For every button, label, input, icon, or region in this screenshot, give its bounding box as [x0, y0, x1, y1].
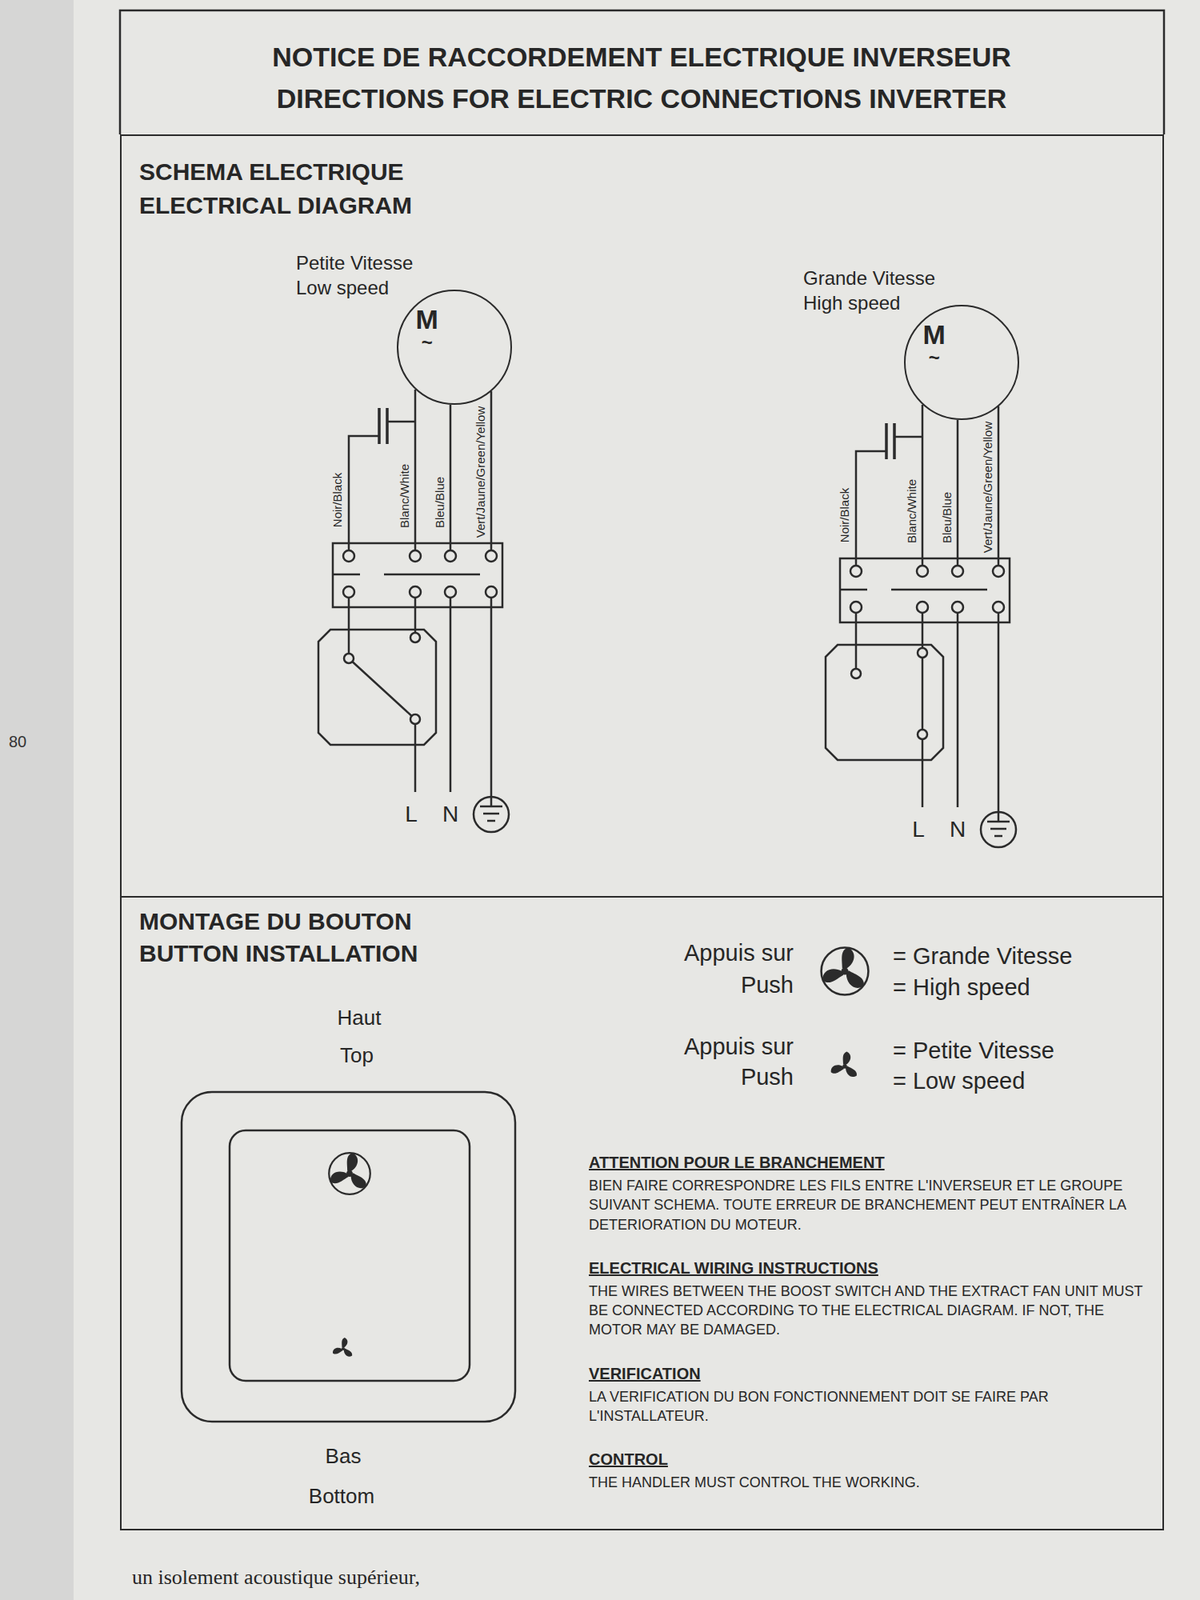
orientation-label: Haut — [337, 1006, 382, 1031]
notes-column: ATTENTION POUR LE BRANCHEMENT BIEN FAIRE … — [588, 1152, 1161, 1493]
high-speed-wiring — [825, 404, 1016, 848]
speed-caption: High speed — [803, 292, 900, 315]
section-heading: ELECTRICAL DIAGRAM — [139, 188, 412, 223]
text-holder: MONTAGE DU BOUTONBUTTON INSTALLATION — [139, 905, 418, 970]
margin-number: 80 — [8, 732, 27, 752]
speed-caption: Petite Vitesse — [296, 252, 413, 275]
legend-text: Push — [740, 972, 794, 999]
terminal-label: N — [442, 801, 459, 828]
motor-symbol-text: ~ — [923, 348, 946, 368]
legend-text: = Grande Vitesse — [892, 943, 1072, 970]
legend-text: = High speed — [892, 974, 1031, 1001]
fan-icon-ring — [328, 1152, 371, 1195]
orientation-label: Bas — [325, 1444, 362, 1469]
wire-label: Noir/Black — [331, 472, 344, 528]
title-text: NOTICE DE RACCORDEMENT ELECTRIQUE INVERS… — [272, 41, 1012, 73]
motor-circle: M~ — [904, 304, 1020, 420]
note-heading: ELECTRICAL WIRING INSTRUCTIONS — [588, 1258, 1161, 1278]
terminal-label: N — [949, 816, 966, 843]
wire-label: Noir/Black — [838, 488, 851, 543]
fan-icon-low — [331, 1337, 354, 1359]
terminal-label: L — [912, 816, 925, 843]
terminal-label: L — [404, 801, 418, 828]
orientation-label: Top — [340, 1044, 374, 1068]
text-holder: SCHEMA ELECTRIQUEELECTRICAL DIAGRAM — [139, 155, 412, 223]
note-body: THE WIRES BETWEEN THE BOOST SWITCH AND T… — [588, 1281, 1161, 1340]
note-heading: ATTENTION POUR LE BRANCHEMENT — [588, 1152, 1161, 1172]
switch-lever — [348, 658, 416, 792]
legend-text: Appuis sur — [684, 940, 794, 967]
wire-label: Bleu/Blue — [940, 492, 953, 544]
paper-sheet — [73, 0, 1200, 1600]
motor-circle: M~ — [396, 289, 512, 405]
low-speed-wiring — [318, 389, 509, 832]
legend-text: = Petite Vitesse — [892, 1037, 1055, 1064]
fan-icon-ring — [821, 948, 869, 996]
legend-text: = Low speed — [892, 1068, 1025, 1095]
margin-text: un isolement acoustique supérieur, — [132, 1565, 420, 1590]
wire-label: Bleu/Blue — [433, 476, 446, 528]
speed-caption: Low speed — [296, 276, 389, 300]
speed-caption: Grande Vitesse — [803, 267, 936, 290]
button-plate-inner — [229, 1130, 470, 1381]
diagram-section: SCHEMA ELECTRIQUEELECTRICAL DIAGRAMM~M~ — [120, 134, 1164, 898]
wire-label: Vert/Jaune/Green/Yellow — [981, 421, 994, 554]
title-band-outline — [120, 10, 1164, 135]
subtitle-text: DIRECTIONS FOR ELECTRIC CONNECTIONS INVE… — [276, 83, 1007, 115]
orientation-label: Bottom — [308, 1484, 375, 1509]
section-heading: SCHEMA ELECTRIQUE — [139, 155, 412, 189]
note-body: BIEN FAIRE CORRESPONDRE LES FILS ENTRE L… — [588, 1176, 1161, 1235]
legend-text: Appuis sur — [684, 1033, 794, 1060]
motor-symbol-text: M — [923, 320, 946, 348]
note-body: THE HANDLER MUST CONTROL THE WORKING. — [588, 1472, 1161, 1492]
section-heading: BUTTON INSTALLATION — [139, 937, 418, 970]
note-heading: VERIFICATION — [588, 1364, 1161, 1384]
text-holder: M~ — [923, 320, 946, 368]
button-plate-outer — [181, 1092, 516, 1422]
text-holder: M~ — [416, 305, 439, 352]
motor-symbol-text: ~ — [416, 332, 439, 352]
note-heading: CONTROL — [588, 1449, 1161, 1469]
note-body: LA VERIFICATION DU BON FONCTIONNEMENT DO… — [588, 1387, 1161, 1427]
motor-symbol-text: M — [416, 305, 439, 333]
fan-icon-low — [828, 1051, 859, 1079]
wire-label: Blanc/White — [905, 479, 918, 544]
section-heading: MONTAGE DU BOUTON — [139, 905, 418, 938]
legend-text: Push — [740, 1064, 794, 1091]
wire-label: Blanc/White — [398, 464, 411, 528]
wire-label: Vert/Jaune/Green/Yellow — [474, 406, 487, 539]
